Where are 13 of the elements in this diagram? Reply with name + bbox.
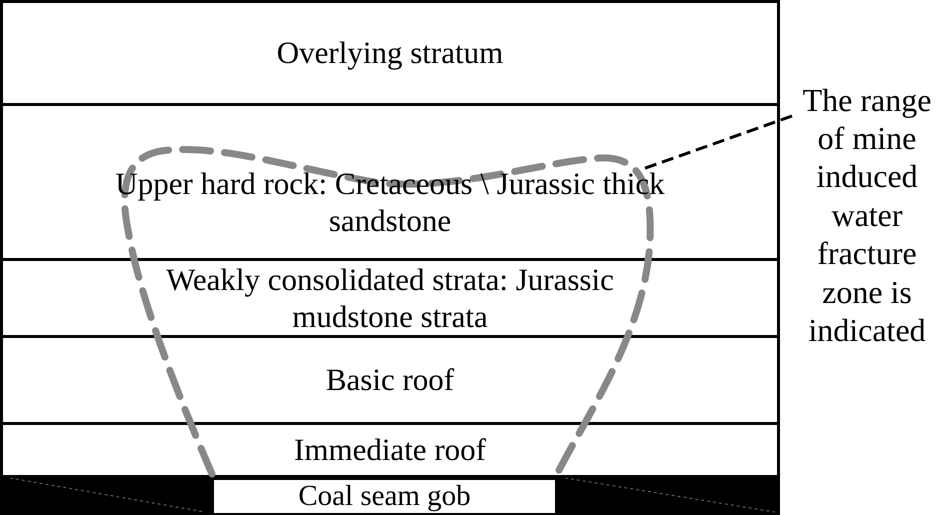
layer-label: Weakly consolidated strata: Jurassic mudstone strata (165, 260, 615, 336)
stratum-layer (0, 0, 780, 106)
layer-label: Coal seam gob (298, 479, 471, 514)
stratum-layer (0, 335, 780, 425)
annotation-text: The range of mine induced water fracture zone is indicated (792, 60, 942, 370)
stratum-layer (0, 422, 780, 478)
stratum-layer (0, 258, 780, 338)
layer-label: Upper hard rock: Cretaceous \ Jurassic thick sandstone (114, 164, 666, 240)
layer-label: Basic roof (326, 361, 454, 399)
stratum-layer (0, 103, 780, 261)
layer-label: Immediate roof (294, 431, 486, 469)
layer-label: Overlying stratum (276, 34, 504, 72)
gob-box (212, 478, 557, 515)
